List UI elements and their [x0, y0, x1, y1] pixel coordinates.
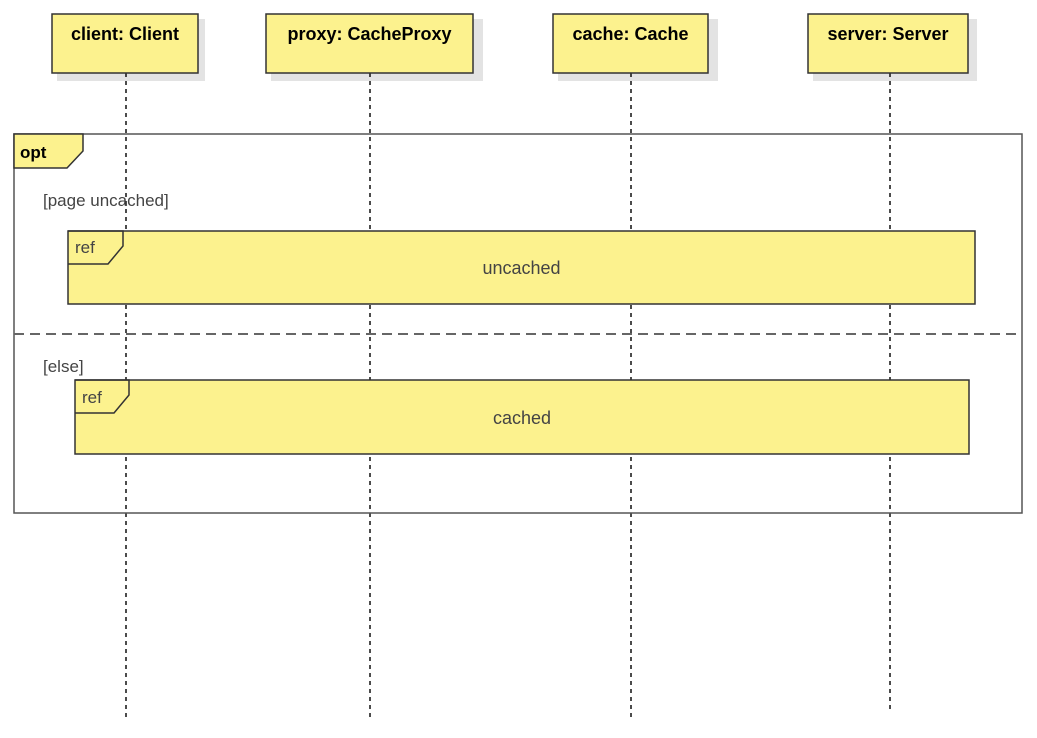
- ref-cached-title: cached: [493, 408, 551, 428]
- opt-fragment[interactable]: opt [page uncached] ref uncached [else] …: [13, 133, 1023, 514]
- participant-proxy[interactable]: proxy: CacheProxy: [265, 13, 474, 74]
- participant-proxy-label: proxy: CacheProxy: [287, 24, 451, 44]
- participant-cache-label: cache: Cache: [572, 24, 688, 44]
- participant-cache[interactable]: cache: Cache: [552, 13, 709, 74]
- ref-cached-tag: ref: [82, 388, 102, 407]
- ref-uncached-tag: ref: [75, 238, 95, 257]
- participant-server-label: server: Server: [827, 24, 948, 44]
- ref-cached[interactable]: ref cached: [74, 379, 970, 455]
- guard-else: [else]: [43, 357, 84, 376]
- ref-uncached[interactable]: ref uncached: [67, 230, 976, 305]
- opt-frame-border: [13, 133, 1023, 514]
- participant-client-label: client: Client: [71, 24, 179, 44]
- opt-operator-label: opt: [20, 143, 47, 162]
- ref-uncached-title: uncached: [482, 258, 560, 278]
- guard-page-uncached: [page uncached]: [43, 191, 169, 210]
- participant-server[interactable]: server: Server: [807, 13, 969, 74]
- participant-client[interactable]: client: Client: [51, 13, 199, 74]
- opt-operator-pentagon: [13, 133, 84, 169]
